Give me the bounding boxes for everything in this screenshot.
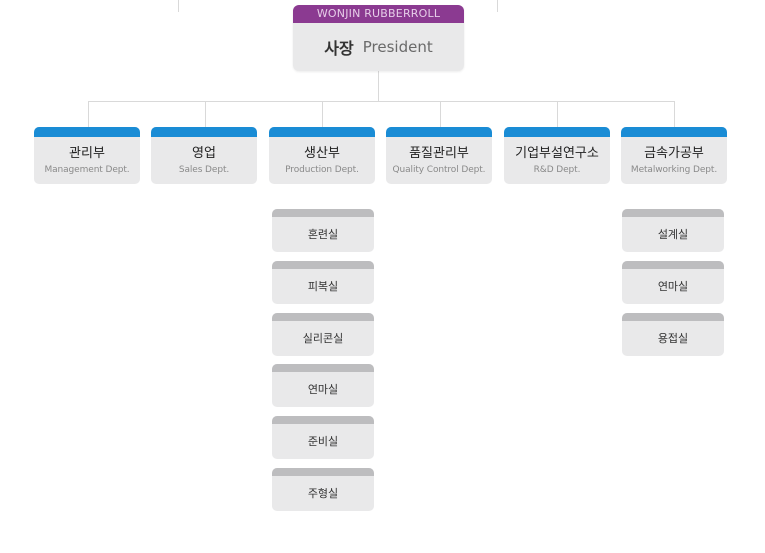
room-color-bar <box>272 364 374 372</box>
production-room-6: 주형실 <box>272 468 374 511</box>
production-room-5: 준비실 <box>272 416 374 459</box>
dept-box-rnd: 기업부설연구소 R&D Dept. <box>504 127 610 184</box>
room-name: 혼련실 <box>307 228 339 241</box>
dept-name-ko: 생산부 <box>304 146 340 161</box>
room-color-bar <box>272 209 374 217</box>
dept-name-en: Sales Dept. <box>178 165 230 175</box>
dept-box-sales: 영업 Sales Dept. <box>151 127 257 184</box>
dept-name-en: Quality Control Dept. <box>392 165 486 175</box>
room-color-bar <box>622 261 724 269</box>
metalworking-room-1: 설계실 <box>622 209 724 252</box>
dept-name-ko: 품질관리부 <box>409 146 469 161</box>
room-name: 연마실 <box>657 280 689 293</box>
room-color-bar <box>622 313 724 321</box>
dept-color-bar <box>386 127 492 137</box>
metalworking-room-2: 연마실 <box>622 261 724 304</box>
president-title-ko: 사장 <box>324 39 354 58</box>
production-room-2: 피복실 <box>272 261 374 304</box>
room-color-bar <box>272 313 374 321</box>
dept-color-bar <box>621 127 727 137</box>
dept-box-management: 관리부 Management Dept. <box>34 127 140 184</box>
dept-box-metalworking: 금속가공부 Metalworking Dept. <box>621 127 727 184</box>
dept-name-en: Production Dept. <box>285 165 359 175</box>
room-name: 주형실 <box>307 487 339 500</box>
room-name: 연마실 <box>307 383 339 396</box>
company-name-band: WONJIN RUBBERROLL <box>293 5 464 23</box>
dept-name-ko: 기업부설연구소 <box>515 146 599 161</box>
dept-name-en: R&D Dept. <box>533 165 581 175</box>
dept-name-ko: 영업 <box>192 146 216 161</box>
dept-color-bar <box>504 127 610 137</box>
dept-color-bar <box>151 127 257 137</box>
dept-box-quality-control: 품질관리부 Quality Control Dept. <box>386 127 492 184</box>
room-name: 피복실 <box>307 280 339 293</box>
room-color-bar <box>622 209 724 217</box>
dept-color-bar <box>34 127 140 137</box>
room-name: 용접실 <box>657 332 689 345</box>
room-name: 설계실 <box>657 228 689 241</box>
metalworking-room-3: 용접실 <box>622 313 724 356</box>
dept-name-ko: 금속가공부 <box>644 146 704 161</box>
president-title: 사장 President <box>293 23 464 71</box>
dept-box-production: 생산부 Production Dept. <box>269 127 375 184</box>
dept-name-ko: 관리부 <box>69 146 105 161</box>
room-name: 준비실 <box>307 435 339 448</box>
room-color-bar <box>272 468 374 476</box>
dept-name-en: Metalworking Dept. <box>630 165 718 175</box>
room-color-bar <box>272 261 374 269</box>
production-room-3: 실리콘실 <box>272 313 374 356</box>
room-color-bar <box>272 416 374 424</box>
dept-color-bar <box>269 127 375 137</box>
president-box: WONJIN RUBBERROLL 사장 President <box>293 5 464 71</box>
room-name: 실리콘실 <box>302 332 344 345</box>
dept-name-en: Management Dept. <box>44 165 130 175</box>
production-room-4: 연마실 <box>272 364 374 407</box>
production-room-1: 혼련실 <box>272 209 374 252</box>
president-title-en: President <box>362 38 433 56</box>
